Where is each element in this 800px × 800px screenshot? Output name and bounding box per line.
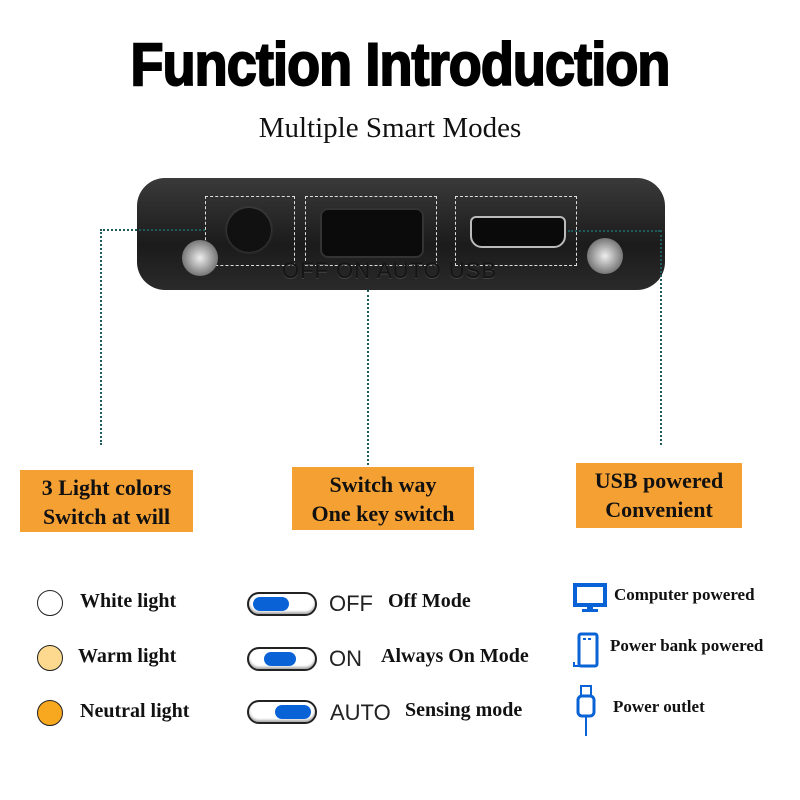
connector-line xyxy=(100,229,102,445)
power-bank-icon xyxy=(573,632,599,668)
warm-light-swatch xyxy=(37,645,63,671)
neutral-light-swatch xyxy=(37,700,63,726)
device-label: OFF ON AUTO USB xyxy=(282,258,498,283)
mode-label: Always On Mode xyxy=(381,645,529,667)
screw-icon xyxy=(182,240,218,276)
power-label: Power bank powered xyxy=(610,636,764,655)
connector-line xyxy=(367,290,369,465)
mode-label: Sensing mode xyxy=(405,699,523,721)
usb-plug-icon xyxy=(576,685,596,736)
page-title: Function Introduction xyxy=(130,30,672,99)
color-label: Warm light xyxy=(78,645,177,667)
power-button xyxy=(227,208,271,252)
slide-switch xyxy=(320,208,424,258)
feature-line: One key switch xyxy=(311,501,455,526)
power-label: Power outlet xyxy=(613,697,705,716)
feature-line: Convenient xyxy=(605,497,713,522)
device-panel: OFF ON AUTO USB xyxy=(137,178,665,290)
color-label: Neutral light xyxy=(80,700,190,722)
color-label: White light xyxy=(80,590,177,612)
feature-line: Switch at will xyxy=(42,504,171,529)
computer-icon xyxy=(573,583,607,612)
feature-line: Switch way xyxy=(329,472,437,497)
white-light-swatch xyxy=(37,590,63,616)
switch-label: OFF xyxy=(329,591,373,616)
button-highlight xyxy=(205,196,295,266)
switch-off-icon xyxy=(247,592,317,616)
switch-auto-icon xyxy=(247,700,317,724)
subtitle: Multiple Smart Modes xyxy=(258,112,522,144)
power-label: Computer powered xyxy=(614,585,755,604)
connector-line xyxy=(100,229,205,231)
switch-on-icon xyxy=(247,647,317,671)
screw-icon xyxy=(587,238,623,274)
connector-line xyxy=(660,230,662,445)
switch-label: AUTO xyxy=(330,700,391,725)
switch-label: ON xyxy=(329,646,362,671)
switch-highlight xyxy=(305,196,437,266)
feature-line: 3 Light colors xyxy=(41,475,172,500)
usb-port xyxy=(470,216,566,248)
connector-line xyxy=(568,230,660,232)
mode-label: Off Mode xyxy=(388,590,471,612)
feature-line: USB powered xyxy=(594,468,724,493)
